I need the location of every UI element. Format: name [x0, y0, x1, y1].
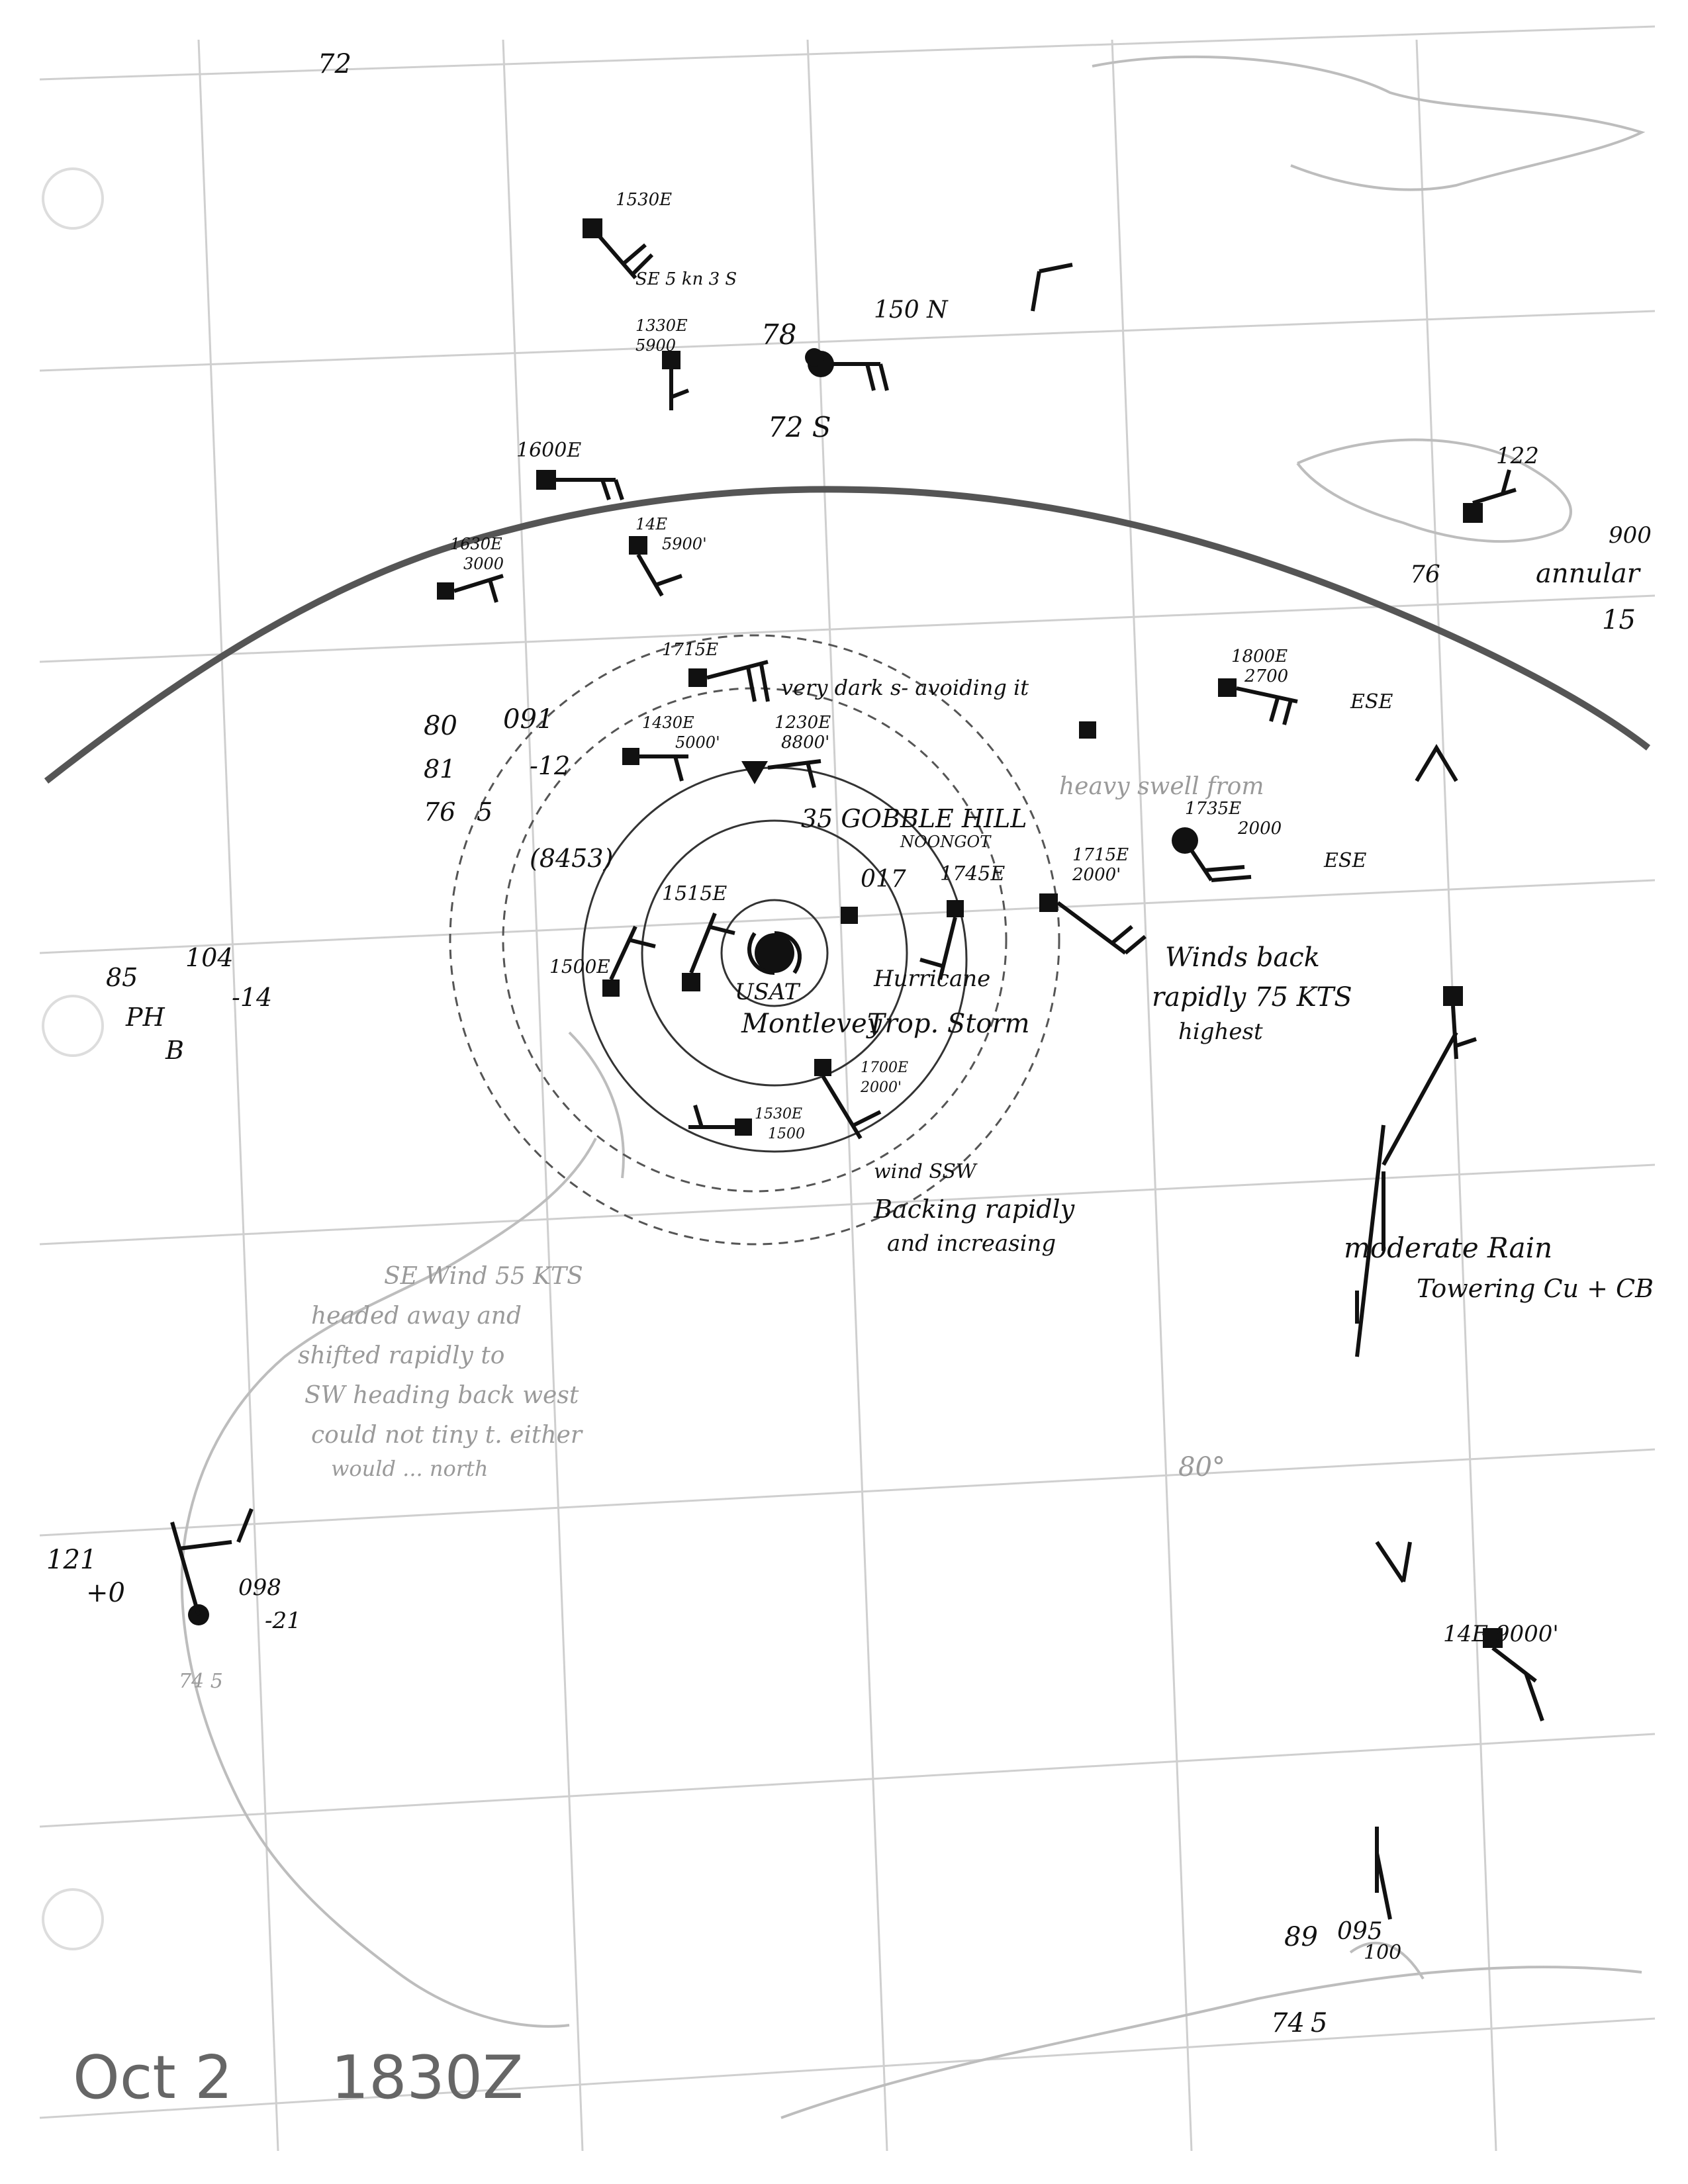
annotation-bottom-right-2: 095 — [1337, 1918, 1383, 1945]
station-plots — [170, 218, 1544, 1920]
annotation-noon-obs: NOONGOT — [900, 833, 992, 851]
annotation-right-obs-4: 15 — [1602, 605, 1636, 635]
annotation-wind-ssw-1: wind SSW — [874, 1160, 978, 1183]
lat-lon-grid — [39, 25, 1656, 2152]
annotation-bottom-right-5: 5 — [1311, 2008, 1327, 2038]
annotation-left-obs-1: 80 — [424, 711, 457, 741]
annotation-station-e-time: 1630E — [450, 535, 502, 553]
annotation-bottom-right-1: 89 — [1284, 1922, 1318, 1952]
annotation-station-e-alt: 3000 — [463, 555, 504, 573]
binder-hole-bottom — [42, 1888, 104, 1950]
annotation-right-obs-1: 122 — [1496, 443, 1539, 469]
annotation-cobble-hill: 35 GOBBLE HILL — [801, 804, 1027, 833]
annotation-left-obs-2: 091 — [503, 704, 553, 735]
annotation-winds-back-3: highest — [1178, 1019, 1263, 1045]
annotation-left-obs-12: B — [165, 1036, 184, 1065]
annotation-moderate-rain-2: Towering Cu + CB — [1417, 1274, 1654, 1303]
annotation-station-o-time: 1530E — [755, 1106, 802, 1122]
annotation-center-2: 1500E — [549, 956, 610, 978]
annotation-station-d-time: 1600E — [516, 439, 581, 462]
annotation-right-obs-2: 900 — [1609, 522, 1652, 549]
annotation-station-k-wind: ESE — [1323, 849, 1366, 872]
annotation-montlevey: Montlevey — [741, 1009, 883, 1039]
binder-hole-middle — [42, 995, 104, 1057]
annotation-hurricane: Hurricane — [873, 966, 990, 992]
storm-track — [44, 486, 1651, 784]
annotation-station-o-alt: 1500 — [768, 1126, 805, 1142]
annotation-wind-ssw-3: and increasing — [887, 1230, 1056, 1257]
annotation-right-obs-3: annular — [1536, 559, 1642, 589]
annotation-station-p: 14E 9000' — [1443, 1621, 1559, 1647]
annotation-station-f-alt: 5900' — [662, 535, 707, 553]
annotation-station-j-time: 1800E — [1231, 647, 1288, 666]
annotation-station-f-time: 14E — [635, 515, 668, 533]
annotation-winds-back-2: rapidly 75 KTS — [1152, 982, 1352, 1013]
binder-hole-top — [42, 167, 104, 230]
storm-center-symbol — [747, 931, 802, 975]
annotation-right-obs-5: 76 — [1410, 561, 1440, 588]
annotation-station-m-time: 1745E — [940, 862, 1005, 886]
annotation-station-a-time: 1530E — [616, 190, 672, 210]
annotation-station-c-temp: 78 — [761, 318, 796, 351]
annotation-bottom-left-3: 098 — [238, 1574, 281, 1601]
annotation-wind-ssw-2: Backing rapidly — [873, 1195, 1075, 1224]
annotation-winds-back-1: Winds back — [1165, 942, 1320, 973]
annotation-swell-note: heavy swell from — [1059, 773, 1264, 800]
annotation-station-b-alt: 5900 — [635, 336, 676, 355]
annotation-grid-label: 80° — [1178, 1452, 1225, 1482]
annotation-station-i-time: 1230E — [774, 713, 831, 733]
annotation-center-1: 1515E — [662, 882, 727, 905]
footer-date: Oct 2 — [73, 2043, 232, 2113]
annotation-bottom-right-3: 100 — [1364, 1941, 1401, 1964]
annotation-left-obs-6: 5 — [477, 797, 492, 827]
annotation-station-g-note: very dark s- avoiding it — [781, 675, 1029, 700]
annotation-bottom-right-4: 74 — [1271, 2008, 1305, 2038]
annotation-left-obs-9: 104 — [185, 943, 234, 972]
annotation-station-k-time: 1735E — [1185, 799, 1241, 819]
annotation-bottom-left-4: -21 — [265, 1608, 301, 1634]
annotation-faint-note-6: would ... north — [331, 1456, 488, 1481]
annotation-faint-note-2: headed away and — [311, 1302, 522, 1330]
annotation-station-h-time: 1430E — [642, 713, 694, 732]
annotation-bottom-left-1: 121 — [46, 1545, 97, 1575]
annotation-moderate-rain-1: moderate Rain — [1344, 1232, 1552, 1264]
annotation-left-obs-7: (8453) — [530, 844, 613, 873]
coastlines — [180, 55, 1646, 2119]
annotation-station-j-wind: ESE — [1350, 690, 1393, 713]
annotation-station-i-alt: 8800' — [781, 733, 829, 752]
annotation-bottom-left-5: 74 5 — [179, 1670, 223, 1693]
annotation-station-l-time: 1715E — [1072, 845, 1129, 865]
annotation-faint-note-3: shifted rapidly to — [298, 1342, 504, 1369]
annotation-left-obs-11: -14 — [232, 983, 272, 1012]
annotation-station-n-time: 1700E — [861, 1060, 908, 1076]
annotation-bottom-left-2: +0 — [86, 1578, 125, 1608]
annotation-station-n-alt: 2000' — [860, 1079, 902, 1096]
handwritten-annotations: 72 1530E SE 5 kn 3 S 1330E 5900 78 150 N… — [46, 49, 1654, 2038]
annotation-trop-storm: Trop. Storm — [867, 1009, 1030, 1039]
annotation-station-l-alt: 2000' — [1072, 865, 1121, 885]
annotation-left-obs-10: PH — [125, 1003, 165, 1032]
annotation-top-left-station: 72 — [318, 49, 352, 79]
annotation-left-obs-8: 85 — [106, 963, 138, 992]
annotation-faint-note-4: SW heading back west — [305, 1382, 579, 1409]
annotation-station-j-alt: 2700 — [1244, 666, 1288, 686]
annotation-left-obs-4: -12 — [530, 751, 570, 780]
footer-time: 1830Z — [331, 2043, 524, 2113]
annotation-station-c-wind: 150 N — [874, 296, 949, 324]
annotation-station-h-alt: 5000' — [675, 733, 720, 752]
annotation-faint-note-5: could not tiny t. either — [311, 1422, 583, 1449]
annotation-center-3: 017 — [861, 866, 906, 893]
annotation-station-k-alt: 2000 — [1237, 819, 1282, 839]
annotation-left-obs-3: 81 — [424, 754, 455, 784]
annotation-station-a-wind: SE 5 kn 3 S — [635, 269, 737, 289]
annotation-left-obs-5: 76 — [424, 797, 455, 827]
annotation-station-g-time: 1715E — [662, 640, 718, 660]
annotation-station-b-time: 1330E — [635, 316, 688, 335]
annotation-faint-note-1: SE Wind 55 KTS — [384, 1263, 583, 1290]
annotation-station-c-dew: 72 S — [768, 411, 831, 443]
annotation-usat: USAT — [735, 979, 801, 1005]
